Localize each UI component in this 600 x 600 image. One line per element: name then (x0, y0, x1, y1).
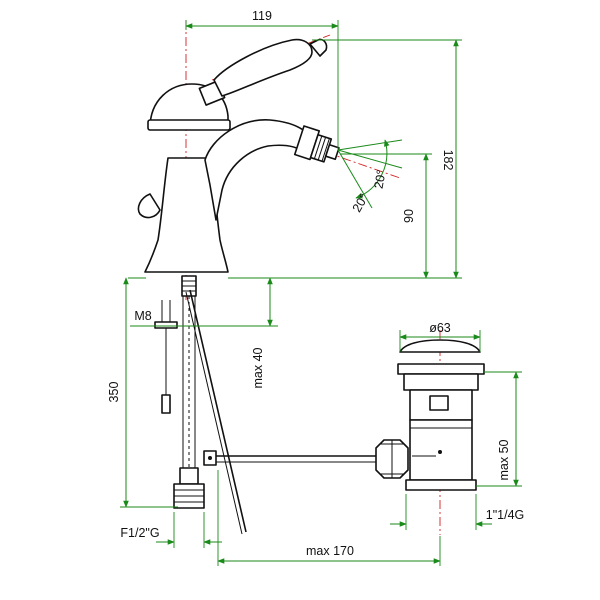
dim-label-90: 90 (402, 209, 416, 223)
dim-label-drain-thread: 1"1/4G (486, 508, 525, 522)
dim-label-182: 182 (441, 150, 455, 171)
dim-label-m8: M8 (134, 309, 151, 323)
dim-label-diameter-63: ø63 (429, 321, 451, 335)
dimension-lines (120, 20, 522, 566)
dim-label-max-40: max 40 (251, 347, 265, 388)
dim-label-350: 350 (107, 382, 121, 403)
mixer-body (137, 38, 340, 273)
dim-label-inlet-thread: F1/2"G (120, 526, 159, 540)
dim-label-angle-right: 20° (372, 169, 389, 190)
dim-label-angle-left: 20° (350, 191, 372, 214)
supply-assembly (154, 275, 384, 535)
dim-label-max-50: max 50 (497, 439, 511, 480)
dim-label-max-170: max 170 (306, 544, 354, 558)
pop-up-waste (375, 339, 485, 491)
dim-label-119: 119 (252, 9, 272, 23)
